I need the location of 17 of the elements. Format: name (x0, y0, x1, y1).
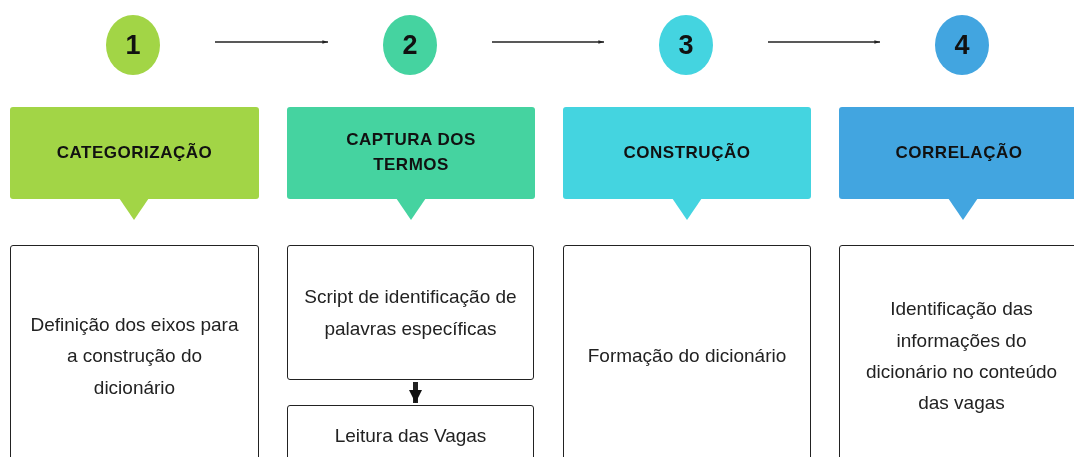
step-number-circle: 3 (659, 15, 713, 75)
arrow (767, 40, 881, 44)
step-number-circle: 1 (106, 15, 160, 75)
step-number-circle: 4 (935, 15, 989, 75)
step-description-box: Leitura das Vagas (287, 405, 534, 457)
arrow (214, 40, 329, 44)
step-description-box: Formação do dicionário (563, 245, 811, 457)
step-number-circle: 2 (383, 15, 437, 75)
arrow (409, 382, 422, 403)
step-header-box: CATEGORIZAÇÃO (10, 107, 259, 199)
step-header-box: CONSTRUÇÃO (563, 107, 811, 199)
step-header-box: CORRELAÇÃO (839, 107, 1074, 199)
step-description-box: Definição dos eixos para a construção do dicionário (10, 245, 259, 457)
arrow (491, 40, 605, 44)
step-description-box: Identificação das informações do dicionário no conteúdo das vagas (839, 245, 1074, 457)
step-description-box: Script de identificação de palavras específicas (287, 245, 534, 380)
step-header-box: CAPTURA DOS TERMOS (287, 107, 535, 199)
